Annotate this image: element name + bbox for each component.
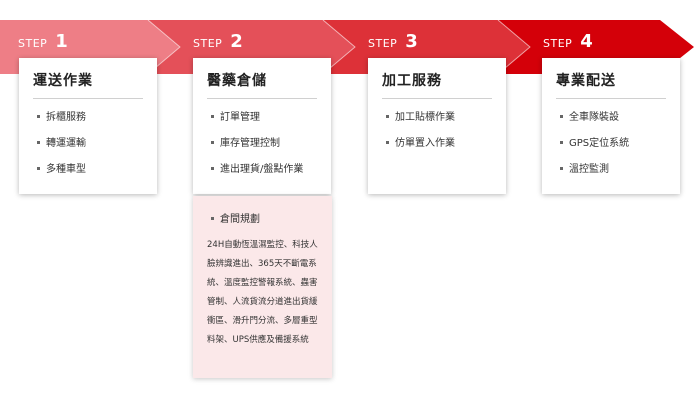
- step-number: 4: [580, 31, 593, 52]
- list-item-label: 進出理貨/盤點作業: [220, 164, 304, 175]
- list-item-label: 多種車型: [46, 164, 86, 175]
- step-4-card: 專業配送 全車隊裝設 GPS定位系統 溫控監測: [542, 58, 680, 194]
- card-divider: [556, 98, 666, 99]
- step-3-card: 加工服務 加工貼標作業 仿單置入作業: [368, 58, 506, 194]
- bullet-icon: [560, 140, 563, 144]
- bullet-icon: [211, 166, 214, 170]
- card-title: 專業配送: [556, 73, 616, 89]
- list-item: 庫存管理控制: [211, 134, 303, 160]
- bullet-icon: [560, 114, 563, 118]
- list-item-label: 全車隊裝設: [569, 112, 619, 123]
- card-title: 加工服務: [382, 73, 442, 89]
- service-list: 全車隊裝設 GPS定位系統 溫控監測: [560, 108, 629, 186]
- arrow-divider: [497, 19, 531, 75]
- bullet-icon: [211, 216, 214, 220]
- card-divider: [382, 98, 492, 99]
- list-item: 轉運運輸: [37, 134, 86, 160]
- step-2-label: STEP 2: [193, 31, 243, 55]
- list-item: 仿單置入作業: [386, 134, 455, 160]
- arrow-divider: [147, 19, 181, 75]
- warehouse-planning-title: 倉間規劃: [211, 210, 260, 225]
- card-divider: [207, 98, 317, 99]
- step-number: 1: [55, 31, 68, 52]
- list-item: 溫控監測: [560, 160, 629, 186]
- bullet-icon: [386, 114, 389, 118]
- bullet-icon: [37, 166, 40, 170]
- list-item-label: 轉運運輸: [46, 138, 86, 149]
- step-1-card: 運送作業 拆櫃服務 轉運運輸 多種車型: [19, 58, 157, 194]
- card-title: 運送作業: [33, 73, 93, 89]
- bullet-icon: [211, 140, 214, 144]
- step-word: STEP: [18, 37, 48, 50]
- arrow-divider: [322, 19, 356, 75]
- list-item-label: GPS定位系統: [569, 138, 630, 149]
- list-item: 加工貼標作業: [386, 108, 455, 134]
- step-word: STEP: [543, 37, 573, 50]
- bullet-icon: [37, 140, 40, 144]
- bullet-icon: [560, 166, 563, 170]
- list-item-label: 加工貼標作業: [395, 112, 455, 123]
- list-item-label: 溫控監測: [569, 164, 609, 175]
- step-2-card: 醫藥倉儲 訂單管理 庫存管理控制 進出理貨/盤點作業: [193, 58, 331, 194]
- list-item: GPS定位系統: [560, 134, 629, 160]
- list-item-label: 拆櫃服務: [46, 112, 86, 123]
- service-list: 加工貼標作業 仿單置入作業: [386, 108, 455, 160]
- list-item-label: 仿單置入作業: [395, 138, 455, 149]
- service-list: 拆櫃服務 轉運運輸 多種車型: [37, 108, 86, 186]
- bullet-icon: [386, 140, 389, 144]
- step-number: 2: [230, 31, 243, 52]
- warehouse-planning-description: 24H自動恆溫濕監控、科技人臉辨識進出、365天不斷電系統、溫度監控警報系統、蟲…: [207, 240, 318, 345]
- step-3-label: STEP 3: [368, 31, 418, 55]
- service-list: 訂單管理 庫存管理控制 進出理貨/盤點作業: [211, 108, 303, 186]
- step-number: 3: [405, 31, 418, 52]
- card-title: 醫藥倉儲: [207, 73, 267, 89]
- extra-title-label: 倉間規劃: [220, 214, 260, 225]
- step-1-label: STEP 1: [18, 31, 68, 55]
- step-word: STEP: [368, 37, 398, 50]
- list-item: 進出理貨/盤點作業: [211, 160, 303, 186]
- list-item: 全車隊裝設: [560, 108, 629, 134]
- card-divider: [33, 98, 143, 99]
- list-item: 多種車型: [37, 160, 86, 186]
- bullet-icon: [211, 114, 214, 118]
- step-word: STEP: [193, 37, 223, 50]
- bullet-icon: [37, 114, 40, 118]
- warehouse-planning-card: 倉間規劃 24H自動恆溫濕監控、科技人臉辨識進出、365天不斷電系統、溫度監控警…: [193, 196, 332, 378]
- list-item-label: 訂單管理: [220, 112, 260, 123]
- list-item: 拆櫃服務: [37, 108, 86, 134]
- list-item-label: 庫存管理控制: [220, 138, 280, 149]
- step-4-label: STEP 4: [543, 31, 593, 55]
- list-item: 訂單管理: [211, 108, 303, 134]
